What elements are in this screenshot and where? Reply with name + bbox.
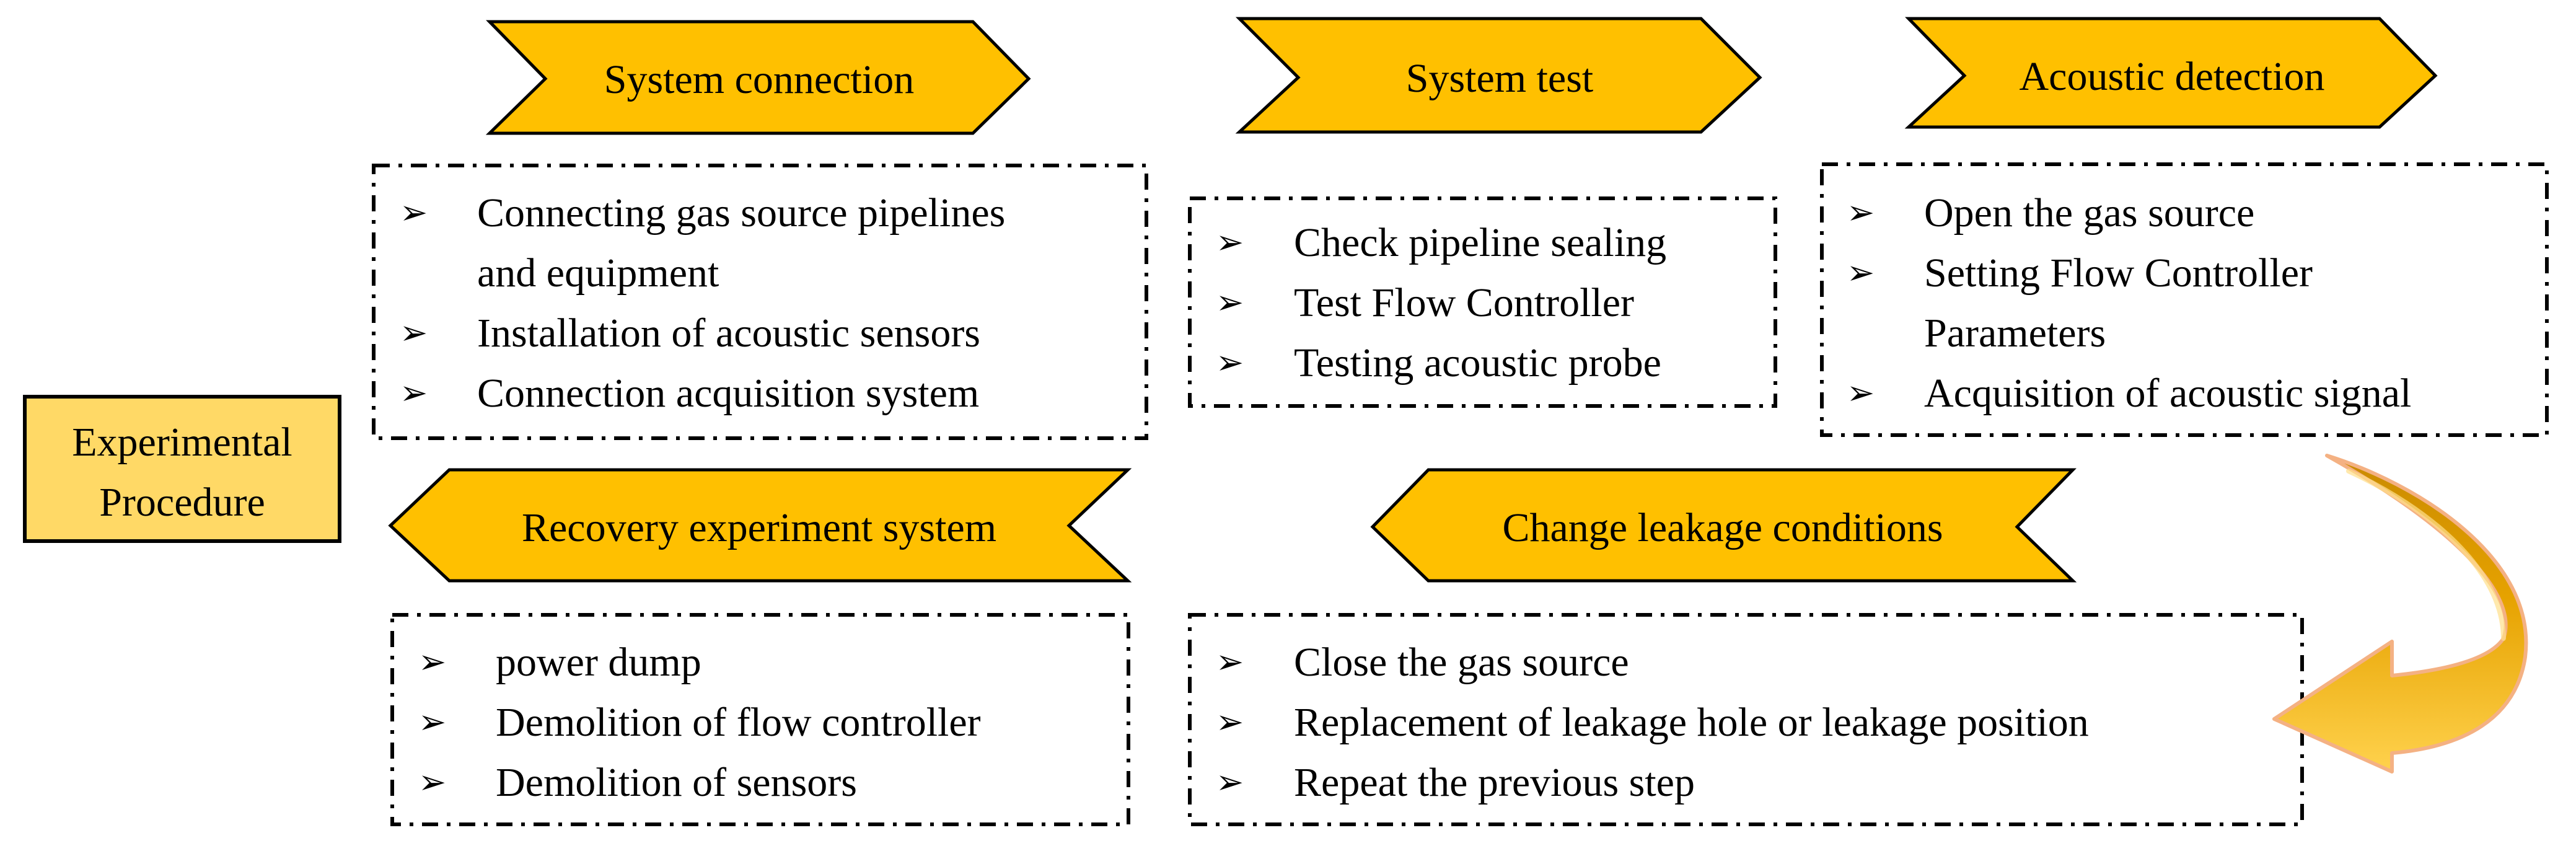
system-connection-list: ➢ Connecting gas source pipelines and equi… (400, 190, 1005, 416)
recovery-box (390, 613, 1130, 826)
change-leakage-bullet-icon: ➢ (1216, 642, 1244, 681)
step-change-leakage: Change leakage conditions (1370, 468, 2077, 583)
change-leakage-chevron (1370, 468, 2077, 583)
system-connection-bullet-icon: ➢ (400, 373, 428, 412)
recovery-item-0-line-0: power dump (496, 640, 701, 685)
acoustic-detection-bullet-icon: ➢ (1847, 193, 1875, 232)
system-test-item-1-line-0: Test Flow Controller (1294, 280, 1634, 325)
change-leakage-title: Change leakage conditions (1502, 505, 1943, 550)
acoustic-detection-list: ➢ Open the gas source ➢ Setting Flow Contro… (1847, 190, 2411, 416)
change-leakage-item-1-line-0: Replacement of leakage hole or leakage p… (1294, 700, 2089, 745)
system-connection-bullet-icon: ➢ (400, 193, 428, 232)
curved-arrow-body (2272, 454, 2528, 774)
step-system-test: System test (1235, 17, 1762, 134)
system-connection-title: System connection (604, 57, 914, 102)
experimental-procedure-line-1: Experimental (72, 420, 292, 465)
system-connection-chevron (485, 20, 1031, 135)
acoustic-detection-item-0-line-0: Open the gas source (1924, 190, 2254, 236)
system-connection-bullet-icon: ➢ (400, 313, 428, 352)
recovery-bullet-icon: ➢ (418, 702, 446, 741)
curved-arrow-highlight (2346, 469, 2506, 641)
acoustic-detection-item-1-line-1: Parameters (1924, 311, 2106, 356)
curved-flow-arrow (2272, 454, 2528, 774)
system-connection-item-0-line-1: and equipment (477, 250, 719, 296)
acoustic-detection-bullet-icon: ➢ (1847, 373, 1875, 412)
recovery-item-2-line-0: Demolition of sensors (496, 760, 857, 805)
system-connection-box (372, 164, 1148, 440)
recovery-bullet-icon: ➢ (418, 762, 446, 801)
system-test-chevron (1235, 17, 1762, 134)
change-leakage-bullet-icon: ➢ (1216, 702, 1244, 741)
recovery-bullet-icon: ➢ (418, 642, 446, 681)
change-leakage-item-2-line-0: Repeat the previous step (1294, 760, 1695, 805)
acoustic-detection-box (1820, 162, 2549, 437)
change-leakage-bullet-icon: ➢ (1216, 762, 1244, 801)
system-test-bullet-icon: ➢ (1216, 283, 1244, 322)
recovery-list: ➢ power dump ➢ Demolition of flow controlle… (418, 640, 981, 805)
acoustic-detection-bullet-icon: ➢ (1847, 253, 1875, 292)
change-leakage-list: ➢ Close the gas source ➢ Replacement of lea… (1216, 640, 2089, 805)
recovery-chevron (388, 468, 1132, 583)
system-test-title: System test (1406, 56, 1594, 101)
recovery-title: Recovery experiment system (522, 505, 996, 550)
system-connection-item-0-line-0: Connecting gas source pipelines (477, 190, 1005, 236)
acoustic-detection-item-1-line-0: Setting Flow Controller (1924, 250, 2313, 296)
experimental-procedure-rect (23, 395, 341, 543)
acoustic-detection-item-2-line-0: Acquisition of acoustic signal (1924, 371, 2411, 416)
step-recovery: Recovery experiment system (388, 468, 1132, 583)
system-connection-item-1-line-0: Installation of acoustic sensors (477, 311, 980, 356)
recovery-item-1-line-0: Demolition of flow controller (496, 700, 981, 745)
experimental-procedure-line-2: Procedure (99, 480, 265, 525)
system-test-item-2-line-0: Testing acoustic probe (1294, 340, 1661, 386)
system-test-item-0-line-0: Check pipeline sealing (1294, 220, 1666, 265)
change-leakage-item-0-line-0: Close the gas source (1294, 640, 1629, 685)
system-connection-item-2-line-0: Connection acquisition system (477, 371, 979, 416)
system-test-list: ➢ Check pipeline sealing ➢ Test Flow Contro… (1216, 220, 1666, 386)
system-test-box (1188, 196, 1777, 408)
acoustic-detection-chevron (1904, 17, 2438, 129)
system-test-bullet-icon: ➢ (1216, 343, 1244, 382)
system-test-bullet-icon: ➢ (1216, 223, 1244, 262)
experimental-procedure-box: Experimental Procedure (23, 395, 341, 543)
step-acoustic-detection: Acoustic detection (1904, 17, 2438, 129)
acoustic-detection-title: Acoustic detection (2019, 54, 2324, 99)
step-system-connection: System connection (485, 20, 1031, 135)
